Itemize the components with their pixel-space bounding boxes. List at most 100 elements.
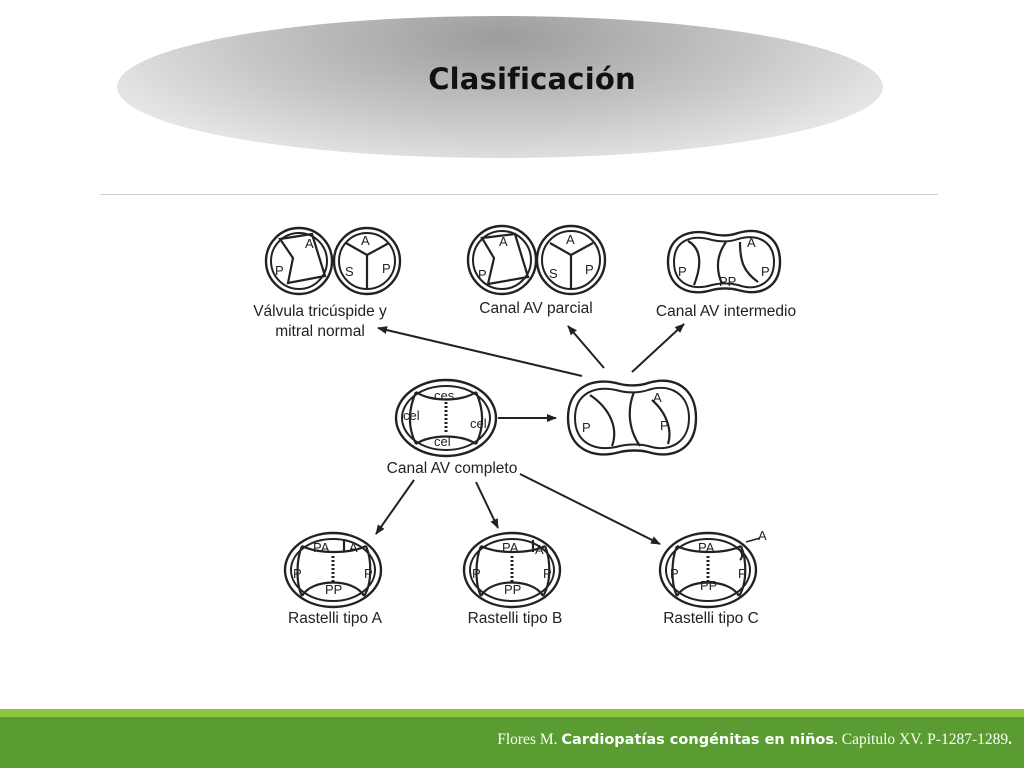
diagram-shape [472,230,532,290]
footer-accent-bar [0,709,1024,717]
leaflet-label: A [747,235,756,250]
rastelli-b-figure [462,531,562,609]
leaflet-label: P [670,566,679,581]
leaflet-label: cel [470,416,487,431]
diagram-shape [283,531,383,609]
leaflet-label: PP [504,582,521,597]
diagram-shape [480,232,530,286]
leaflet-label: A [349,540,358,555]
leaflet-label: A [653,390,662,405]
diagram-shape [375,479,415,535]
citation: Flores M. Cardiopatías congénitas en niñ… [497,731,1012,749]
citation-end: . [1008,731,1012,748]
leaflet-label: P [275,263,284,278]
leaflet-label: A [535,542,544,557]
diagram-shape [338,232,396,290]
caption-normal-1: Válvula tricúspide y [253,303,387,320]
leaflet-label: PA [313,540,330,555]
citation-book: Cardiopatías congénitas en niños [561,732,835,748]
leaflet-label: A [305,236,314,251]
diagram-shape [264,224,782,609]
caption-partial: Canal AV parcial [479,300,592,317]
diagram-shape [535,224,607,296]
leaflet-label: PA [698,540,715,555]
complete-canal-figure [394,378,498,458]
leaflet-label: cel [434,434,451,449]
diagram-shape [665,538,751,602]
diagram-shape [687,240,759,286]
leaflet-label: P [543,566,552,581]
leaflet-label: P [293,566,302,581]
diagram-shape [519,473,661,545]
footer-bar [0,717,1024,768]
leaflet-label: P [738,566,747,581]
av-canal-classification-diagram: A P A S P A P A S P A P PP P A P P ces c… [253,224,796,627]
transitional-figure [566,379,698,456]
diagram-shape [264,226,334,296]
diagram-shape [296,540,372,597]
leaflet-label: PP [700,578,717,593]
diagram-shape [735,547,744,561]
normal-valves-figure [264,226,402,296]
diagram-shape [541,230,601,290]
caption-normal-2: mitral normal [275,323,365,340]
diagram-shape [394,378,498,458]
leaflet-label: A [758,528,767,543]
leaflet-label: P [660,418,669,433]
slide-title: Clasificación [428,62,636,96]
diagram-shape [566,379,698,456]
caption-intermediate: Canal AV intermedio [656,303,796,320]
diagram-shape [589,391,671,447]
leaflet-label: S [345,264,354,279]
diagram-shape [290,538,376,602]
leaflet-label: ces [434,388,455,403]
diagram-shape [573,386,691,450]
leaflet-label: PA [502,540,519,555]
diagram-shape [345,242,390,288]
caption-complete: Canal AV completo [387,460,518,477]
diagram-shape [567,325,605,369]
diagram-shape [278,232,327,285]
diagram-shape [332,226,402,296]
leaflet-label: PP [325,582,342,597]
leaflet-label: A [361,233,370,248]
diagram-shape [475,540,551,597]
leaflet-label: cel [403,408,420,423]
leaflet-letters: A P A S P A P A S P A P PP P A P P ces c… [275,232,770,597]
diagram-shape [377,326,583,377]
intermediate-canal-figure [666,229,782,294]
diagram-shape [672,236,776,289]
diagram-shape [270,232,328,290]
leaflet-label: P [582,420,591,435]
citation-pages: . Capitulo XV. P-1287-1289 [834,731,1009,748]
leaflet-label: S [549,266,558,281]
caption-rastelli-c: Rastelli tipo C [663,610,759,627]
title-banner [117,16,883,158]
rastelli-a-figure [283,531,383,609]
diagram-shape [666,229,782,294]
diagram-shape [549,242,594,288]
diagram-shape [462,531,562,609]
leaflet-label: P [478,267,487,282]
caption-rastelli-b: Rastelli tipo B [468,610,563,627]
citation-author: Flores M. [497,731,558,748]
leaflet-label: A [499,234,508,249]
leaflet-label: P [472,566,481,581]
diagram-shape [631,323,685,373]
diagram-shape [408,391,484,445]
leaflet-label: P [585,262,594,277]
leaflet-label: P [364,566,373,581]
arrows [375,323,761,545]
leaflet-label: P [382,261,391,276]
diagram-shape [469,538,555,602]
leaflet-label: A [566,232,575,247]
diagram-shape [475,481,499,529]
divider-line [100,194,938,195]
rastelli-c-figure [658,531,758,609]
leaflet-label: PP [719,274,736,289]
diagram-shape [401,385,491,451]
diagram-shape [745,537,761,543]
leaflet-label: P [761,264,770,279]
caption-rastelli-a: Rastelli tipo A [288,610,383,627]
partial-canal-figure [466,224,607,296]
